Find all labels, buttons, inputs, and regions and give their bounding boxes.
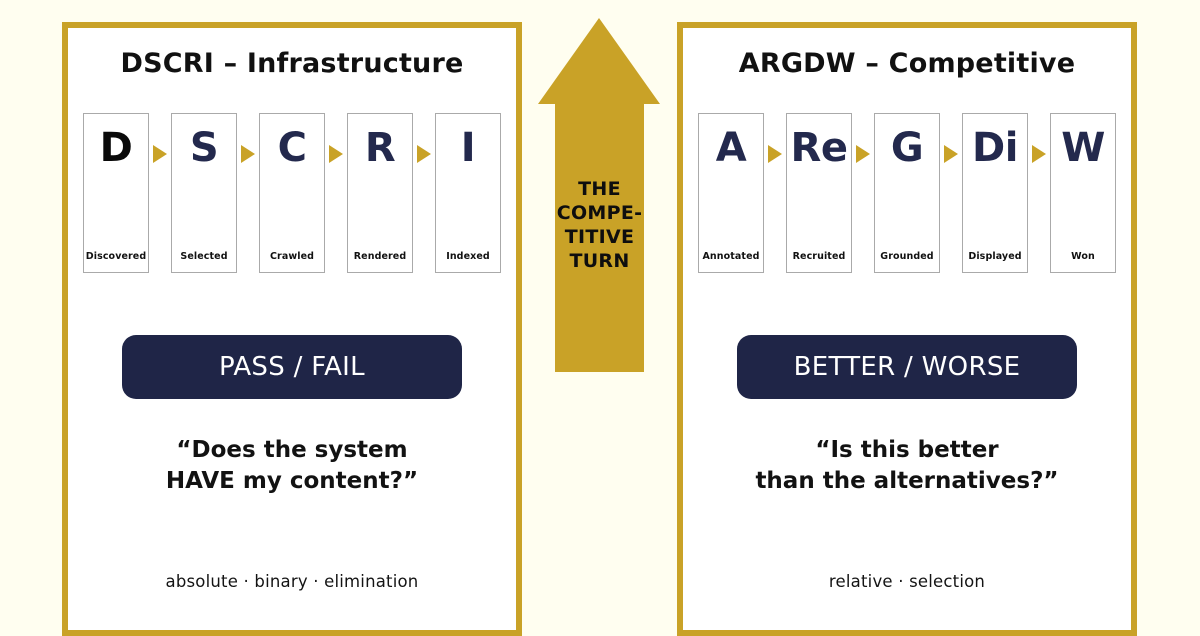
triangle-right-icon [944, 145, 958, 163]
arrow-label-line: TURN [569, 249, 630, 272]
stage-caption: Won [1071, 251, 1095, 262]
right-panel-quote: “Is this better than the alternatives?” [701, 435, 1113, 496]
arrow-label-line: TITIVE [564, 225, 635, 248]
stage-card-won: W Won [1050, 113, 1116, 273]
stage-card-crawled: C Crawled [259, 113, 325, 273]
right-panel-title: ARGDW – Competitive [738, 48, 1076, 79]
arrow-separator [325, 113, 347, 273]
stage-caption: Discovered [85, 251, 147, 262]
stage-card-annotated: A Annotated [698, 113, 764, 273]
stage-letter: Re [790, 125, 848, 171]
arrow-separator [413, 113, 435, 273]
stage-letter: R [364, 125, 396, 171]
stage-caption: Rendered [353, 251, 407, 262]
stage-card-rendered: R Rendered [347, 113, 413, 273]
verdict-badge-better-worse: BETTER / WORSE [737, 335, 1077, 399]
stage-card-discovered: D Discovered [83, 113, 149, 273]
arrow-separator [852, 113, 874, 273]
quote-line: “Is this better [815, 437, 999, 463]
triangle-right-icon [417, 145, 431, 163]
stage-caption: Recruited [792, 251, 846, 262]
stage-letter: W [1061, 125, 1105, 171]
left-panel-tagline: absolute · binary · elimination [165, 572, 419, 591]
triangle-right-icon [329, 145, 343, 163]
stage-caption: Displayed [968, 251, 1022, 262]
triangle-right-icon [1032, 145, 1046, 163]
stage-caption: Indexed [446, 251, 490, 262]
stage-card-indexed: I Indexed [435, 113, 501, 273]
stage-letter: Di [972, 125, 1018, 171]
quote-line: than the alternatives?” [755, 467, 1059, 494]
stage-letter: D [99, 125, 133, 171]
stage-caption: Grounded [880, 251, 934, 262]
competitive-turn-arrow: THE COMPE- TITIVE TURN [538, 18, 661, 372]
arrow-shaft [555, 104, 644, 372]
arrow-separator [237, 113, 259, 273]
panel-dscri-infrastructure: DSCRI – Infrastructure D Discovered S Se… [62, 22, 522, 636]
stage-card-grounded: G Grounded [874, 113, 940, 273]
left-panel-quote: “Does the system HAVE my content?” [86, 435, 498, 496]
arrow-separator [940, 113, 962, 273]
stage-card-recruited: Re Recruited [786, 113, 852, 273]
right-panel-tagline: relative · selection [828, 572, 986, 591]
arrow-separator [764, 113, 786, 273]
stage-letter: S [189, 125, 219, 171]
arrow-up-head-icon [538, 18, 660, 104]
panel-argdw-competitive: ARGDW – Competitive A Annotated Re Recru… [677, 22, 1137, 636]
left-card-row: D Discovered S Selected C Crawled R [68, 113, 516, 273]
stage-letter: C [277, 125, 307, 171]
quote-line: “Does the system [176, 437, 408, 463]
stage-letter: A [715, 125, 747, 171]
arrow-label: THE COMPE- TITIVE TURN [538, 178, 661, 274]
triangle-right-icon [241, 145, 255, 163]
stage-caption: Annotated [702, 251, 760, 262]
stage-letter: I [460, 125, 476, 171]
arrow-label-line: THE [578, 178, 621, 200]
triangle-right-icon [768, 145, 782, 163]
arrow-label-line: COMPE- [556, 201, 643, 224]
stage-card-displayed: Di Displayed [962, 113, 1028, 273]
arrow-separator [149, 113, 171, 273]
triangle-right-icon [153, 145, 167, 163]
verdict-badge-pass-fail: PASS / FAIL [122, 335, 462, 399]
right-card-row: A Annotated Re Recruited G Grounded Di [683, 113, 1131, 273]
quote-line: HAVE my content?” [165, 467, 419, 494]
triangle-right-icon [856, 145, 870, 163]
stage-letter: G [890, 125, 924, 171]
stage-card-selected: S Selected [171, 113, 237, 273]
stage-caption: Crawled [269, 251, 315, 262]
arrow-separator [1028, 113, 1050, 273]
left-panel-title: DSCRI – Infrastructure [120, 48, 464, 79]
stage-caption: Selected [180, 251, 228, 262]
